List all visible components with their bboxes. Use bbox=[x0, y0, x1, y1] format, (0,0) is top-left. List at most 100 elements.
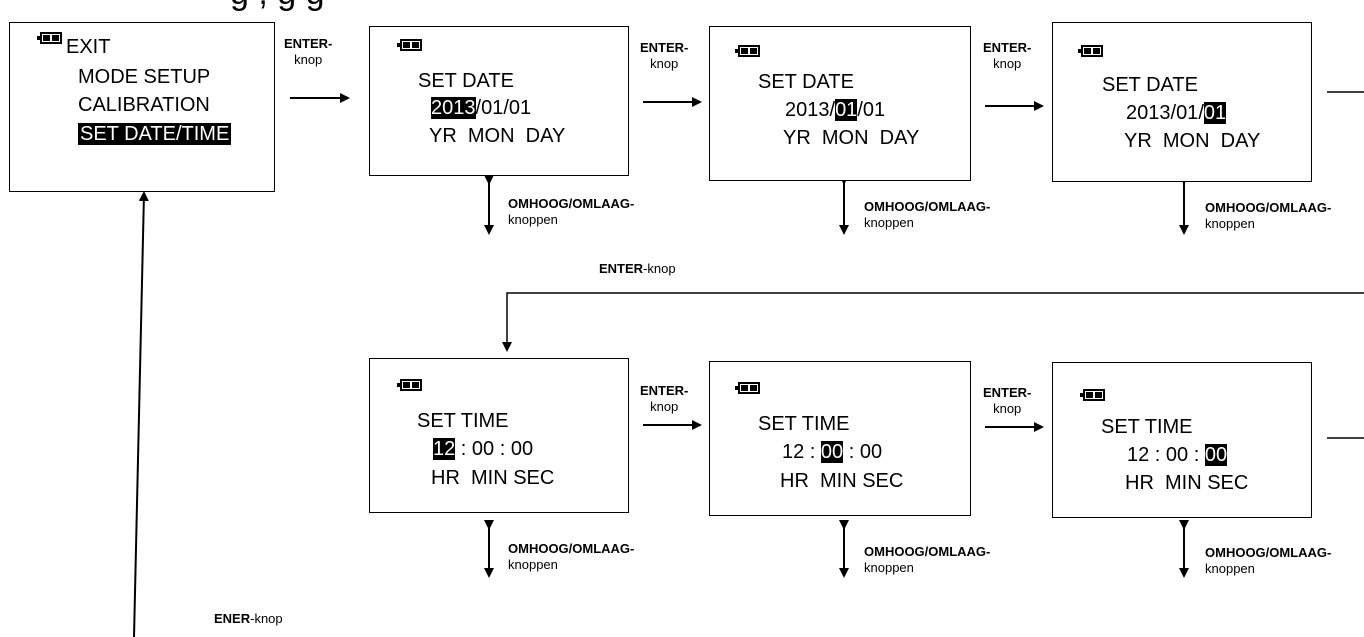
set-time-second-screen: SET TIME 12 : 00 : 00 HR MIN SEC bbox=[1052, 362, 1312, 518]
updown-label: OMHOOG/OMLAAG-knoppen bbox=[508, 541, 634, 574]
enter-label-connector: ENTER-knop bbox=[599, 261, 676, 277]
date-separator: / bbox=[503, 97, 509, 119]
minute-value: 00 bbox=[471, 438, 495, 460]
enter-label-rest: knop bbox=[294, 52, 323, 68]
year-value-selected: 2013 bbox=[431, 97, 476, 119]
time-value: 12 : 00 : 00 bbox=[433, 438, 534, 460]
month-value: 01 bbox=[1176, 102, 1199, 124]
date-value: 2013/01/01 bbox=[1126, 102, 1227, 124]
cropped-title-fragment: g , g g bbox=[230, 0, 325, 13]
day-value: 01 bbox=[862, 99, 886, 121]
year-value: 2013 bbox=[1126, 102, 1171, 124]
enter-label-rest: knop bbox=[650, 56, 679, 72]
date-separator: / bbox=[1198, 102, 1204, 124]
updown-label-rest: knoppen bbox=[508, 212, 558, 228]
enter-label: ENTER-knop bbox=[983, 40, 1031, 73]
enter-label: ENTER-knop bbox=[640, 40, 688, 73]
second-value-selected: 00 bbox=[1204, 444, 1228, 466]
set-date-title: SET DATE bbox=[1102, 74, 1198, 96]
set-date-day-screen: SET DATE 2013/01/01 YR MON DAY bbox=[1052, 22, 1312, 182]
date-units: YR MON DAY bbox=[783, 127, 920, 149]
enter-label-bold: ENTER- bbox=[983, 40, 1032, 55]
year-value: 2013 bbox=[785, 99, 830, 121]
menu-item-set-date-time-selected: SET DATE/TIME bbox=[78, 123, 232, 145]
time-units: HR MIN SEC bbox=[780, 470, 904, 492]
enter-label-bold: ENTER- bbox=[640, 40, 689, 55]
date-units: YR MON DAY bbox=[429, 125, 566, 147]
updown-label-bold: OMHOOG/OMLAAG- bbox=[1205, 200, 1332, 215]
second-value: 00 bbox=[510, 438, 534, 460]
time-separator: : bbox=[455, 438, 472, 460]
enter-label-bold: ENTER- bbox=[640, 383, 689, 398]
set-time-title: SET TIME bbox=[417, 410, 509, 432]
date-value: 2013/01/01 bbox=[431, 97, 531, 119]
ener-label-bold: ENER bbox=[214, 611, 251, 626]
updown-label-bold: OMHOOG/OMLAAG- bbox=[1205, 545, 1332, 560]
enter-label-rest: knop bbox=[993, 401, 1022, 417]
time-separator: : bbox=[843, 441, 860, 463]
ener-label-rest: -knop bbox=[250, 611, 283, 626]
minute-value: 00 bbox=[1165, 444, 1189, 466]
menu-item-exit: EXIT bbox=[66, 36, 111, 58]
menu-item-calibration: CALIBRATION bbox=[78, 94, 210, 116]
day-value-selected: 01 bbox=[1203, 102, 1227, 124]
battery-icon bbox=[37, 32, 62, 44]
menu-item-mode-setup: MODE SETUP bbox=[78, 66, 211, 88]
enter-label-bold: ENTER- bbox=[284, 36, 333, 51]
set-time-minute-screen: SET TIME 12 : 00 : 00 HR MIN SEC bbox=[709, 361, 971, 516]
battery-icon bbox=[1080, 389, 1105, 401]
month-value: 01 bbox=[481, 97, 504, 119]
set-time-title: SET TIME bbox=[1101, 416, 1193, 438]
battery-icon bbox=[397, 379, 422, 391]
updown-label-rest: knoppen bbox=[1205, 561, 1255, 577]
updown-label: OMHOOG/OMLAAG-knoppen bbox=[1205, 200, 1331, 233]
set-date-year-screen: SET DATE 2013/01/01 YR MON DAY bbox=[369, 26, 629, 176]
updown-label-bold: OMHOOG/OMLAAG- bbox=[508, 541, 635, 556]
enter-label-rest: knop bbox=[650, 399, 679, 415]
arrow-return-to-menu bbox=[133, 191, 149, 637]
updown-label: OMHOOG/OMLAAG-knoppen bbox=[1205, 545, 1331, 578]
hour-value: 12 bbox=[782, 441, 805, 463]
updown-label-rest: knoppen bbox=[508, 557, 558, 573]
battery-icon bbox=[735, 382, 760, 394]
date-separator: / bbox=[829, 99, 836, 121]
battery-icon bbox=[735, 45, 760, 57]
updown-label: OMHOOG/OMLAAG-knoppen bbox=[864, 544, 990, 577]
hour-value: 12 bbox=[1127, 444, 1150, 466]
updown-label: OMHOOG/OMLAAG-knoppen bbox=[864, 199, 990, 232]
time-separator: : bbox=[494, 438, 511, 460]
enter-label-bold: ENTER- bbox=[983, 385, 1032, 400]
updown-label: OMHOOG/OMLAAG-knoppen bbox=[508, 196, 634, 229]
set-time-hour-screen: SET TIME 12 : 00 : 00 HR MIN SEC bbox=[369, 358, 629, 513]
enter-label-rest: knop bbox=[993, 56, 1022, 72]
ener-label: ENER-knop bbox=[214, 611, 283, 627]
battery-icon bbox=[397, 39, 422, 51]
minute-value-selected: 00 bbox=[820, 441, 844, 463]
enter-label: ENTER-knop bbox=[640, 383, 688, 416]
hour-value-selected: 12 bbox=[433, 438, 456, 460]
updown-label-bold: OMHOOG/OMLAAG- bbox=[864, 544, 991, 559]
date-separator: / bbox=[1170, 102, 1177, 124]
enter-label-bold: ENTER bbox=[599, 261, 644, 276]
time-units: HR MIN SEC bbox=[431, 467, 555, 489]
date-separator: / bbox=[475, 97, 482, 119]
time-separator: : bbox=[1188, 444, 1205, 466]
date-separator: / bbox=[857, 99, 863, 121]
menu-screen: EXIT MODE SETUP CALIBRATION SET DATE/TIM… bbox=[9, 22, 275, 192]
time-separator: : bbox=[1149, 444, 1166, 466]
updown-label-rest: knoppen bbox=[864, 560, 914, 576]
time-value: 12 : 00 : 00 bbox=[782, 441, 883, 463]
month-value-selected: 01 bbox=[835, 99, 858, 121]
second-value: 00 bbox=[859, 441, 883, 463]
set-date-title: SET DATE bbox=[758, 71, 854, 93]
enter-label: ENTER-knop bbox=[983, 385, 1031, 418]
date-units: YR MON DAY bbox=[1124, 130, 1261, 152]
battery-icon bbox=[1078, 45, 1103, 57]
set-date-title: SET DATE bbox=[418, 70, 514, 92]
updown-label-bold: OMHOOG/OMLAAG- bbox=[508, 196, 635, 211]
enter-label-rest: -knop bbox=[643, 261, 676, 276]
updown-label-bold: OMHOOG/OMLAAG- bbox=[864, 199, 991, 214]
updown-label-rest: knoppen bbox=[864, 215, 914, 231]
updown-label-rest: knoppen bbox=[1205, 216, 1255, 232]
